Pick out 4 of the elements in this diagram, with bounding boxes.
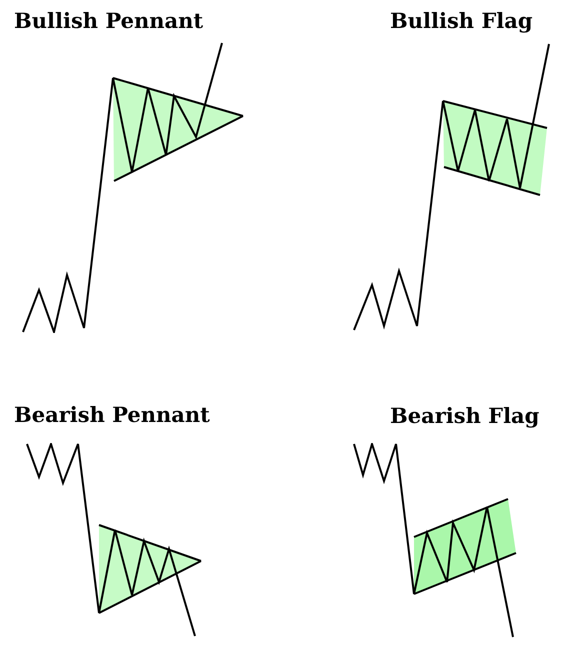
panel-title: Bearish Pennant <box>14 404 210 425</box>
panel-title: Bullish Pennant <box>14 10 204 31</box>
panel-title: Bullish Flag <box>390 10 533 31</box>
panel-title: Bearish Flag <box>390 405 540 426</box>
